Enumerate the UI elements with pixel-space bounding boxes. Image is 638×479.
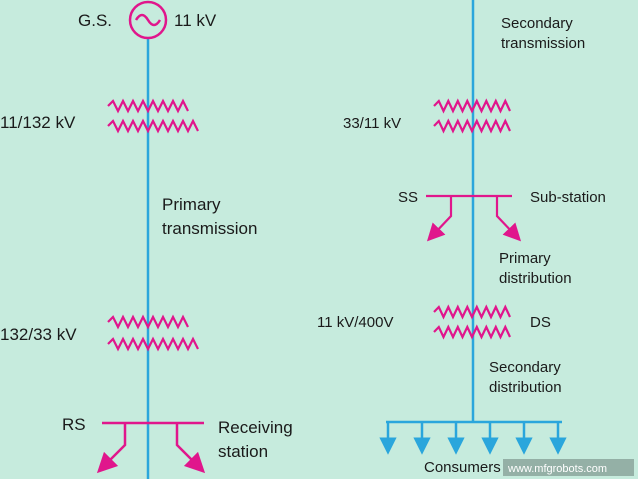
receiving-station-code: RS <box>62 415 86 434</box>
ac-wave-icon <box>134 13 162 27</box>
receiving-station-label-2: station <box>218 442 268 461</box>
secondary-distribution-label-2: distribution <box>489 379 562 396</box>
step-down-transformer-label: 132/33 kV <box>0 325 77 344</box>
primary-distribution-label-1: Primary <box>499 250 551 267</box>
receiving-outlet-arrow <box>175 423 206 474</box>
transformer-coil-primary <box>433 98 511 114</box>
primary-distribution-label-2: distribution <box>499 270 572 287</box>
substation-outlet-arrow <box>426 196 453 242</box>
substation-outlet-arrow <box>495 196 522 242</box>
transformer-coil-secondary <box>433 324 511 340</box>
secondary-transmission-label-2: transmission <box>501 35 585 52</box>
secondary-distribution-label-1: Secondary <box>489 359 561 376</box>
substation-label: Sub-station <box>530 189 606 206</box>
step-up-transformer-label: 11/132 kV <box>0 113 76 132</box>
substation-code: SS <box>398 189 418 206</box>
primary-transmission-label-1: Primary <box>162 195 221 214</box>
watermark-background <box>503 459 634 476</box>
transformer-coil-primary <box>107 314 189 330</box>
transformer-coil-secondary <box>433 118 511 134</box>
distribution-transformer-label: 11 kV/400V <box>317 314 393 331</box>
transformer-coil-secondary <box>107 118 199 134</box>
secondary-transmission-label-1: Secondary <box>501 15 573 32</box>
primary-transmission-label-2: transmission <box>162 219 257 238</box>
substation-transformer-label: 33/11 kV <box>343 115 401 132</box>
generating-voltage-label: 11 kV <box>174 11 217 30</box>
consumer-arrows <box>379 422 567 455</box>
transformer-coil-secondary <box>107 336 199 352</box>
receiving-station-label-1: Receiving <box>218 418 293 437</box>
distribution-station-code: DS <box>530 314 551 331</box>
receiving-outlet-arrow <box>96 423 127 474</box>
watermark-text: www.mfgrobots.com <box>507 463 607 475</box>
generating-station-label: G.S. <box>78 11 112 30</box>
transformer-coil-primary <box>433 304 511 320</box>
transformer-coil-primary <box>107 98 189 114</box>
consumers-label: Consumers <box>424 459 501 476</box>
